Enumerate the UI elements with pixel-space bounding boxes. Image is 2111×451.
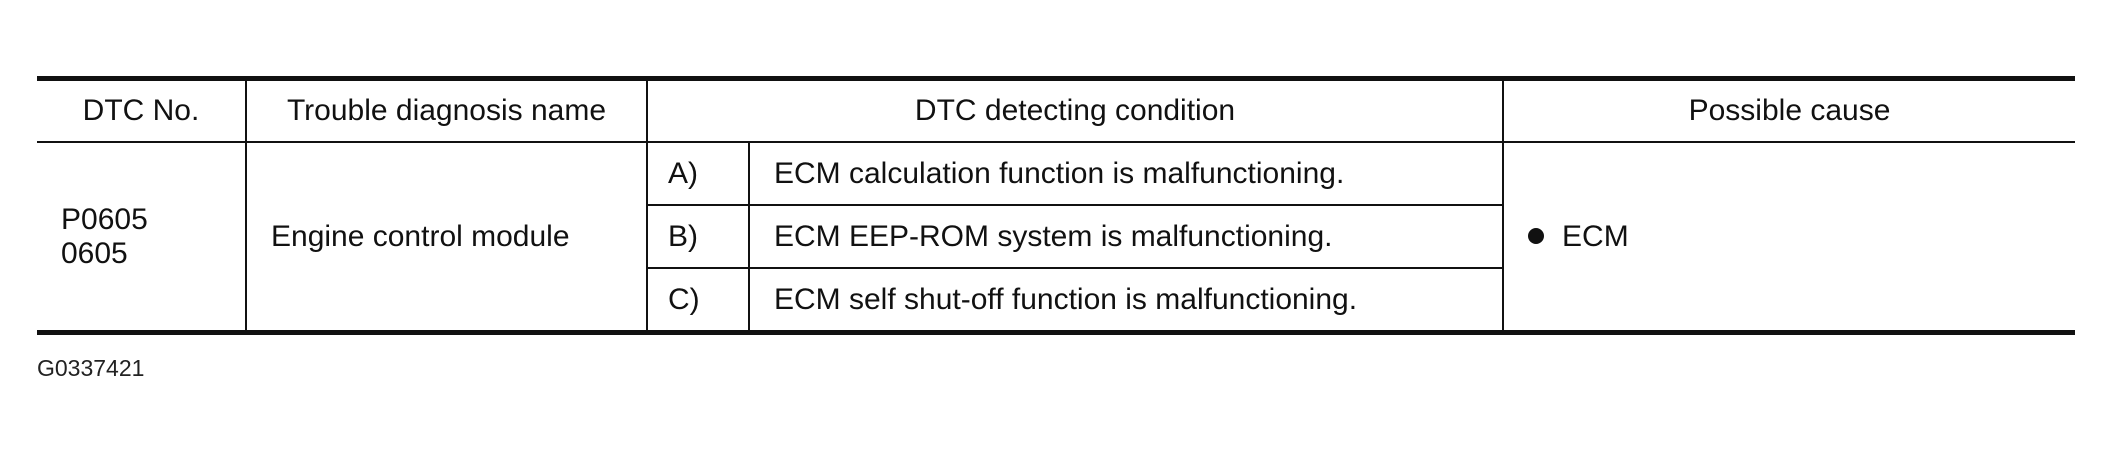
table-row: B) ECM EEP-ROM system is malfunctioning. <box>37 205 2075 269</box>
condition-letter-a: A) <box>646 142 749 206</box>
table-header-row: DTC No. Trouble diagnosis name DTC detec… <box>37 78 2076 143</box>
header-dtc-detecting-condition: DTC detecting condition <box>645 78 1504 143</box>
dtc-code-primary: P0605 <box>61 202 148 236</box>
bullet-icon <box>1528 227 1545 244</box>
table-row: C) ECM self shut-off function is malfunc… <box>37 268 2075 333</box>
header-trouble-diagnosis-name: Trouble diagnosis name <box>245 78 647 143</box>
condition-text-a: ECM calculation function is malfunctioni… <box>747 142 1504 206</box>
dtc-table: DTC No. Trouble diagnosis name DTC detec… <box>37 76 2076 335</box>
header-dtc-no: DTC No. <box>37 78 246 143</box>
header-possible-cause: Possible cause <box>1502 78 2076 143</box>
dtc-code-cell: P0605 0605 <box>37 142 246 333</box>
condition-text-b: ECM EEP-ROM system is malfunctioning. <box>747 205 1504 269</box>
dtc-code-secondary: 0605 <box>61 236 128 270</box>
possible-cause-text: ECM <box>1562 219 1629 253</box>
condition-text-c: ECM self shut-off function is malfunctio… <box>747 268 1504 333</box>
figure-code: G0337421 <box>37 355 145 381</box>
possible-cause-cell: ECM <box>1502 142 2076 333</box>
trouble-diagnosis-name-cell: Engine control module <box>245 142 647 333</box>
condition-letter-c: C) <box>646 268 749 333</box>
condition-letter-b: B) <box>646 205 749 269</box>
table-row: P0605 0605 Engine control module A) ECM … <box>37 142 2076 333</box>
